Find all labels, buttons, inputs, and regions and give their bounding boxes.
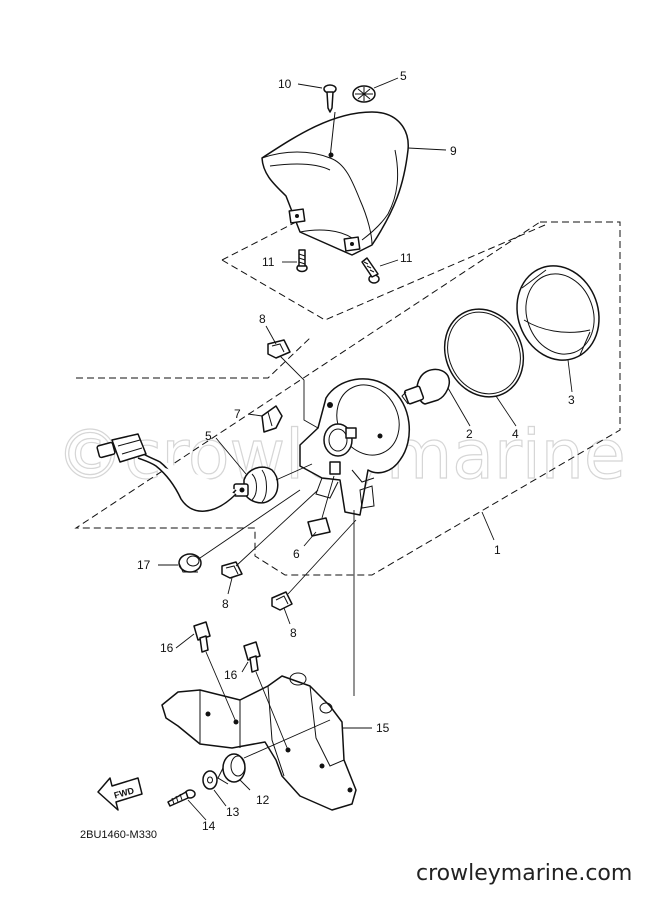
site-footer[interactable]: crowleymarine.com [416,861,632,886]
callout-1[interactable]: 1 [494,543,501,557]
socket-cover [261,405,283,433]
callout-15[interactable]: 15 [376,721,390,735]
callout-11-right[interactable]: 11 [400,251,413,265]
diagram-reference-code: 2BU1460-M330 [80,829,157,841]
mounting-screw [167,789,196,807]
harness-grommet [178,553,202,573]
fwd-arrow: FWD [97,777,143,811]
callout-3[interactable]: 3 [568,393,575,407]
rubber-damper [217,753,246,785]
callout-17[interactable]: 17 [137,558,151,572]
callout-11-left[interactable]: 11 [262,255,275,269]
headlight-rim [516,265,600,361]
clip-lower [271,591,293,611]
callout-12[interactable]: 12 [256,793,270,807]
callout-16-right[interactable]: 16 [224,668,238,682]
leader-lines [158,77,573,821]
callout-9[interactable]: 9 [450,144,457,158]
visor-screw-right [361,257,380,284]
visor-screw-top [323,84,337,113]
callout-10[interactable]: 5 [400,69,407,83]
bracket-bolt-left [193,621,211,653]
bracket-bolt-right [243,641,261,673]
clip-middle [221,561,243,579]
callout-7[interactable]: 7 [234,407,241,421]
headlight-housing [299,378,411,516]
callout-5[interactable]: 5 [205,429,212,443]
headlight-assembly-boundary [74,221,621,576]
callout-14[interactable]: 14 [202,819,216,833]
headlight-bracket [161,672,357,811]
bulb-socket-harness [96,433,279,512]
headlight-bulb [401,368,450,405]
callout-11-top[interactable]: 10 [278,77,292,91]
callout-16-left[interactable]: 16 [160,641,174,655]
callout-6[interactable]: 6 [293,547,300,561]
lens-ring [443,308,525,398]
washer [202,770,218,790]
callout-4[interactable]: 4 [512,427,519,441]
terminal-block [307,517,331,537]
headlight-visor [261,111,409,256]
callout-8-lower[interactable]: 8 [290,626,297,640]
callout-8-middle[interactable]: 8 [222,597,229,611]
callout-8-top[interactable]: 8 [259,312,266,326]
clip-upper [267,339,291,359]
visor-screw-left [296,249,308,273]
callout-2[interactable]: 2 [466,427,473,441]
visor-grommet [352,85,376,103]
callout-13[interactable]: 13 [226,805,240,819]
